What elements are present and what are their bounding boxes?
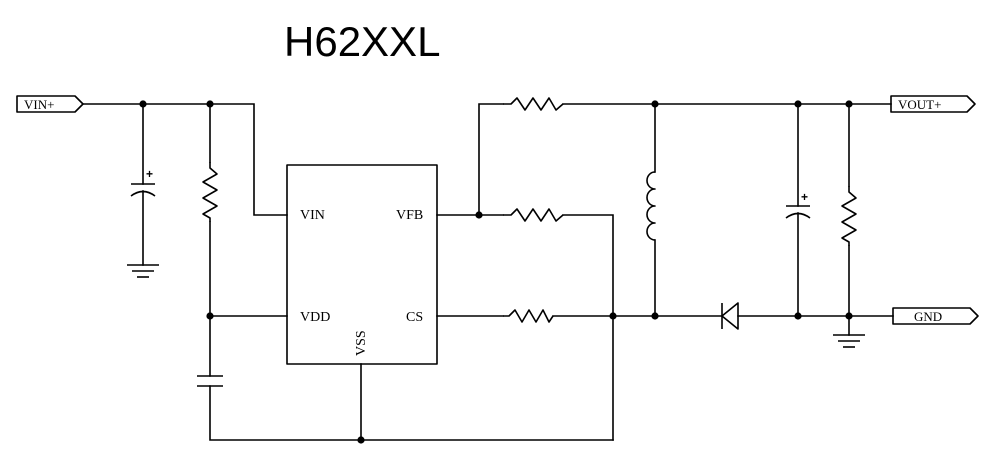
resistor-current-sense (503, 309, 554, 323)
pin-vss-label: VSS (354, 330, 369, 356)
port-gnd-label: GND (914, 309, 942, 324)
junction-dot (651, 100, 659, 108)
junction-dot (794, 312, 802, 320)
junction-dot (139, 100, 147, 108)
port-gnd: GND (892, 307, 979, 325)
pin-vdd-label: VDD (300, 310, 330, 325)
pin-cs-label: CS (406, 310, 423, 325)
resistor-start-up (202, 162, 218, 222)
wires (82, 103, 894, 441)
port-vin-plus: VIN+ (16, 95, 84, 113)
port-vout-plus: VOUT+ (890, 95, 976, 113)
diagram-title: H62XXL (284, 18, 440, 65)
port-vin-plus-label: VIN+ (24, 97, 54, 112)
resistor-feedback-bottom (503, 208, 564, 222)
capacitor-output-polarity: + (801, 190, 808, 204)
junction-dot (845, 100, 853, 108)
resistor-feedback-top (503, 97, 564, 111)
junction-dot (609, 312, 617, 320)
junction-dot (357, 436, 365, 444)
pin-vfb-label: VFB (396, 208, 423, 223)
junction-dot (206, 100, 214, 108)
capacitor-output: + (785, 190, 811, 219)
capacitor-input: + (130, 167, 156, 197)
junction-dot (475, 211, 483, 219)
capacitor-vdd (197, 375, 223, 387)
junction-dot (651, 312, 659, 320)
junction-dot (206, 312, 214, 320)
port-vout-plus-label: VOUT+ (898, 97, 941, 112)
resistor-load (841, 186, 857, 246)
ground-symbol-input (127, 264, 159, 278)
capacitor-input-polarity: + (146, 167, 153, 181)
diode (721, 302, 739, 330)
junction-dot (845, 312, 853, 320)
ground-symbol-output (833, 334, 865, 348)
inductor (646, 171, 656, 241)
junction-dots (139, 100, 853, 444)
junction-dot (794, 100, 802, 108)
pin-vin-label: VIN (300, 208, 325, 223)
ic-chip: VIN VFB VDD CS VSS (286, 164, 438, 365)
